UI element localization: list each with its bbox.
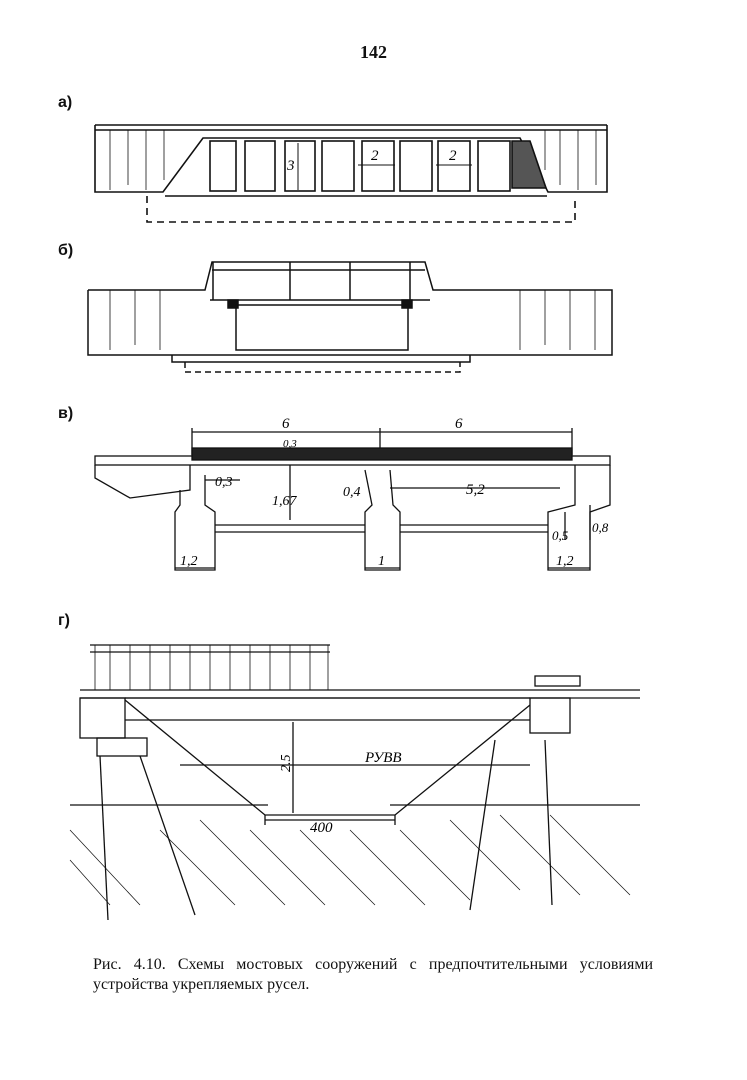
- dim-v-right-b: 0,8: [592, 520, 609, 535]
- panel-label-a: а): [58, 94, 73, 111]
- figure-caption: Рис. 4.10. Схемы мостовых сооружений с п…: [93, 955, 653, 995]
- figure-b-bridge: [87, 261, 613, 373]
- dim-a-gap1: 2: [371, 148, 379, 164]
- page-number: 142: [360, 42, 387, 62]
- figure-v-section: 6 6 0,3 0,3 1,67 0,4 5,2 0,5 0,8 1,2 1 1…: [94, 416, 611, 571]
- dim-v-footing-mid: 1: [378, 554, 385, 569]
- caption-text: Схемы мостовых сооружений с предпочтител…: [93, 956, 653, 993]
- figure-a-culvert: 3 2 2: [94, 124, 608, 223]
- panel-label-b: б): [58, 242, 74, 259]
- dim-v-right-a: 0,5: [552, 528, 569, 543]
- dim-v-footing-left: 1,2: [180, 554, 198, 569]
- caption-number: Рис. 4.10.: [93, 956, 166, 973]
- dim-g-water-level: РУВВ: [364, 750, 402, 766]
- dim-a-gap2: 2: [449, 148, 457, 164]
- dim-v-span-left: 6: [282, 416, 290, 432]
- dim-v-height: 1,67: [272, 494, 298, 509]
- dim-v-clear-span: 5,2: [466, 482, 485, 498]
- dim-g-depth: 2.5: [279, 755, 294, 773]
- dim-v-pier-width: 0,4: [343, 485, 361, 500]
- dim-a-height: 3: [286, 158, 295, 174]
- dim-v-span-right: 6: [455, 416, 463, 432]
- panel-label-v: в): [58, 405, 74, 422]
- dim-v-deck: 0,3: [283, 438, 297, 450]
- panel-label-g: г): [58, 612, 70, 629]
- dim-v-footing-right: 1,2: [556, 554, 574, 569]
- figure-g-channel: 2.5 РУВВ 400: [69, 644, 640, 921]
- dim-g-bottom-width: 400: [310, 820, 333, 836]
- dim-v-offset-left: 0,3: [215, 475, 233, 490]
